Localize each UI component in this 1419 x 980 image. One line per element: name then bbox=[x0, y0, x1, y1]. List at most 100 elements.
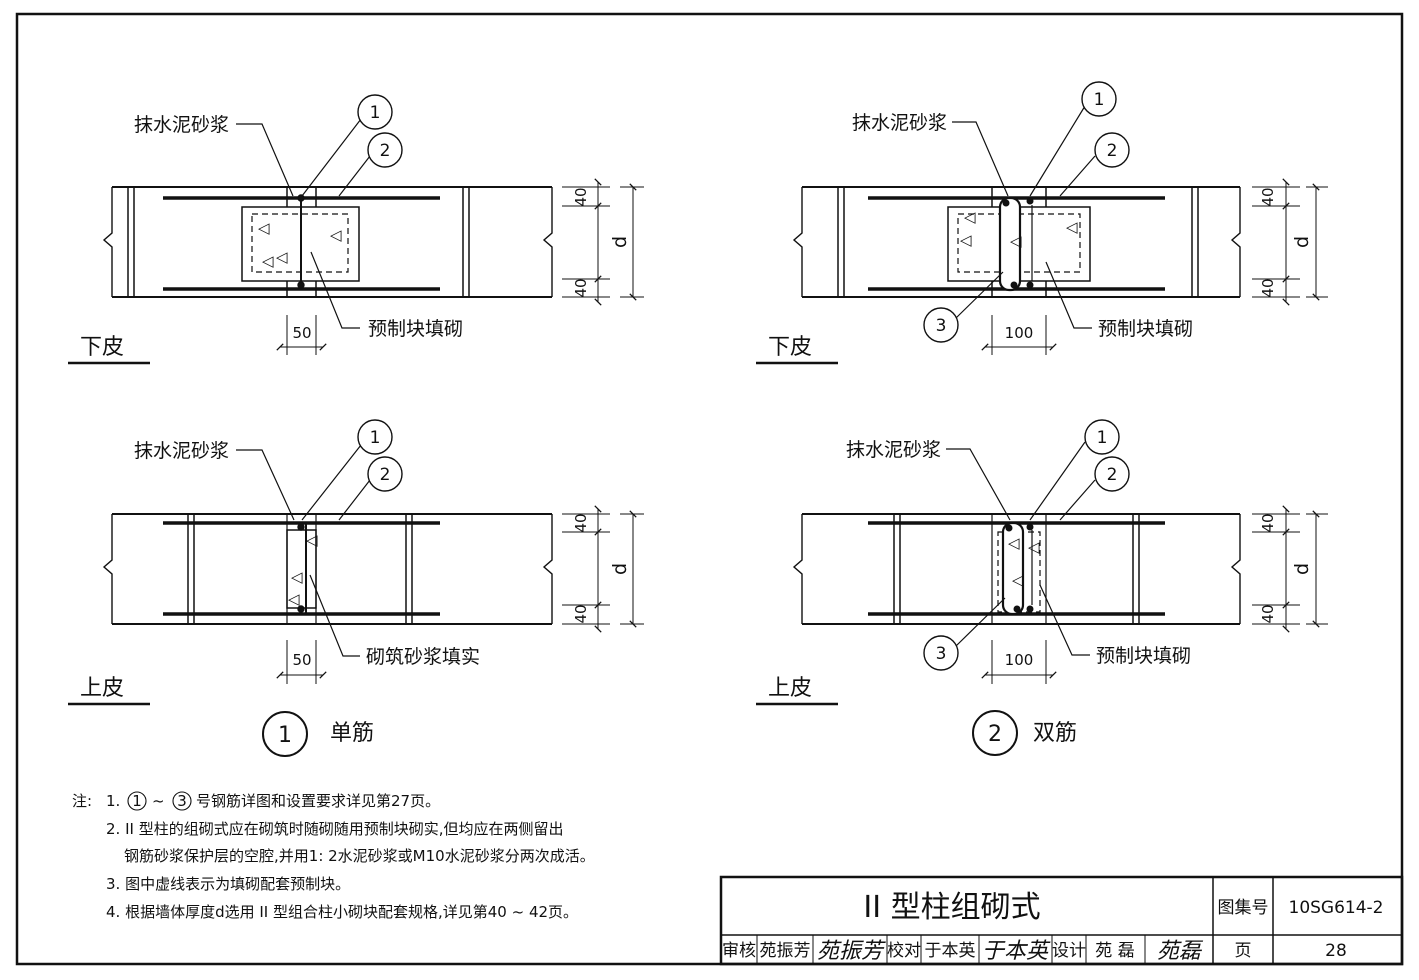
dim-width: 50 bbox=[292, 651, 311, 669]
note-3: 3. 图中虚线表示为填砌配套预制块。 bbox=[106, 875, 350, 893]
marker-number: 2 bbox=[1107, 141, 1118, 161]
checker-signature: 于本英 bbox=[982, 939, 1051, 964]
dim-cover-bottom: 40 bbox=[572, 604, 590, 623]
dim-cover-top: 40 bbox=[572, 187, 590, 206]
svg-text:◁: ◁ bbox=[964, 208, 976, 226]
course-label-bottom: 下皮 bbox=[80, 335, 124, 360]
reviewer-signature: 苑振芳 bbox=[817, 939, 886, 964]
marker-bubble bbox=[923, 307, 959, 343]
note-2-line1: 2. II 型柱的组砌式应在砌筑时随砌随用预制块砌实,但均应在两侧留出 bbox=[106, 820, 563, 838]
caption-bubble-double bbox=[972, 710, 1018, 756]
marker-number: 1 bbox=[1097, 428, 1108, 448]
label-precast-fill: 预制块填砌 bbox=[1096, 645, 1191, 667]
label-precast-fill: 预制块填砌 bbox=[368, 318, 463, 340]
course-label-top: 上皮 bbox=[768, 676, 812, 701]
note-1-text: 号钢筋详图和设置要求详见第27页。 bbox=[196, 792, 440, 810]
course-label-bottom: 下皮 bbox=[768, 335, 812, 360]
label-plaster-mortar: 抹水泥砂浆 bbox=[134, 114, 229, 136]
detail-double-top: ◁ ◁ ◁ bbox=[756, 441, 1328, 706]
marker-number: 1 bbox=[370, 103, 381, 123]
course-label-top: 上皮 bbox=[80, 676, 124, 701]
marker-number: 3 bbox=[936, 644, 947, 664]
note-ref-tilde: ~ bbox=[152, 792, 165, 810]
label-plaster-mortar: 抹水泥砂浆 bbox=[846, 439, 941, 461]
marker-bubble bbox=[357, 419, 393, 455]
drawing-title: II 型柱组砌式 bbox=[863, 890, 1040, 925]
dim-cover-bottom: 40 bbox=[1259, 604, 1277, 623]
dim-cover-bottom: 40 bbox=[572, 278, 590, 297]
note-2-line2: 钢筋砂浆保护层的空腔,并用1: 2水泥砂浆或M10水泥砂浆分两次成活。 bbox=[124, 847, 595, 865]
dim-cover-top: 40 bbox=[1259, 187, 1277, 206]
marker-bubble bbox=[367, 132, 403, 168]
svg-text:◁: ◁ bbox=[1066, 218, 1078, 236]
note-4: 4. 根据墙体厚度d选用 II 型组合柱小砌块配套规格,详见第40 ~ 42页。 bbox=[106, 903, 578, 921]
designer-signature: 苑磊 bbox=[1157, 939, 1204, 964]
dim-cover-top: 40 bbox=[572, 513, 590, 532]
check-label: 校对 bbox=[887, 941, 921, 961]
dim-width: 50 bbox=[292, 324, 311, 342]
caption-single: 单筋 bbox=[330, 721, 374, 746]
dim-cover-top: 40 bbox=[1259, 513, 1277, 532]
title-block bbox=[719, 875, 1404, 966]
marker-bubble bbox=[1084, 419, 1120, 455]
single-top-texts: 抹水泥砂浆 1 2 砌筑砂浆填实 40 40 d 50 上皮 bbox=[80, 419, 631, 701]
marker-bubble bbox=[1094, 456, 1130, 492]
marker-bubble bbox=[1094, 132, 1130, 168]
svg-text:◁: ◁ bbox=[258, 219, 270, 237]
note-ref-a: 1 bbox=[132, 792, 142, 810]
marker-bubble bbox=[357, 94, 393, 130]
svg-text:◁: ◁ bbox=[1008, 534, 1020, 552]
svg-text:◁: ◁ bbox=[262, 252, 274, 270]
detail-double-bottom: ◁ ◁ ◁ ◁ bbox=[756, 105, 1328, 365]
marker-number: 1 bbox=[1094, 90, 1105, 110]
captions: 1 单筋 2 双筋 bbox=[262, 710, 1077, 757]
detail-single-top: ◁ ◁ ◁ bbox=[68, 444, 644, 706]
label-plaster-mortar: 抹水泥砂浆 bbox=[852, 112, 947, 134]
svg-text:◁: ◁ bbox=[1012, 571, 1024, 589]
marker-number: 3 bbox=[936, 316, 947, 336]
checker-name: 于本英 bbox=[925, 941, 976, 961]
dim-depth: d bbox=[609, 236, 631, 248]
dim-depth: d bbox=[1291, 563, 1313, 575]
atlas-label: 图集号 bbox=[1218, 898, 1269, 918]
note-ref-bubble bbox=[127, 791, 147, 811]
svg-text:◁: ◁ bbox=[1028, 538, 1040, 556]
dim-width: 100 bbox=[1005, 651, 1034, 669]
dim-cover-bottom: 40 bbox=[1259, 278, 1277, 297]
marker-number: 2 bbox=[1107, 465, 1118, 485]
note-ref-b: 3 bbox=[177, 792, 187, 810]
label-precast-fill: 预制块填砌 bbox=[1098, 318, 1193, 340]
design-label: 设计 bbox=[1052, 941, 1086, 961]
marker-bubble bbox=[367, 456, 403, 492]
marker-number: 2 bbox=[380, 141, 391, 161]
marker-bubble bbox=[923, 635, 959, 671]
single-bottom-texts: 抹水泥砂浆 1 2 预制块填砌 40 40 d 50 下皮 bbox=[80, 94, 631, 360]
page-label: 页 bbox=[1235, 941, 1252, 961]
sheet-border bbox=[15, 12, 1404, 966]
designer-name: 苑 磊 bbox=[1095, 941, 1134, 961]
svg-text:◁: ◁ bbox=[1010, 232, 1022, 250]
label-mortar-fill: 砌筑砂浆填实 bbox=[366, 646, 480, 668]
svg-text:◁: ◁ bbox=[288, 590, 300, 608]
dim-width: 100 bbox=[1005, 324, 1034, 342]
title-block-texts: II 型柱组砌式 图集号 10SG614-2 审核 苑振芳 苑振芳 校对 于本英… bbox=[722, 890, 1384, 964]
caption-number-double: 2 bbox=[988, 722, 1002, 747]
dim-depth: d bbox=[1291, 236, 1313, 248]
reviewer-name: 苑振芳 bbox=[760, 941, 811, 961]
detail-single-bottom: ◁ ◁ ◁ ◁ bbox=[68, 118, 644, 365]
caption-bubble-single bbox=[262, 711, 308, 757]
caption-double: 双筋 bbox=[1033, 721, 1077, 746]
dim-depth: d bbox=[609, 563, 631, 575]
svg-text:◁: ◁ bbox=[276, 248, 288, 266]
svg-text:◁: ◁ bbox=[960, 231, 972, 249]
caption-number-single: 1 bbox=[278, 723, 292, 748]
double-top-texts: 抹水泥砂浆 1 2 3 预制块填砌 40 40 d 100 上皮 bbox=[768, 419, 1313, 701]
marker-bubble bbox=[1081, 81, 1117, 117]
notes: 注: 1. 1 ~ 3 号钢筋详图和设置要求详见第27页。 2. II 型柱的组… bbox=[72, 791, 595, 921]
note-1-number: 1. bbox=[106, 792, 120, 810]
label-plaster-mortar: 抹水泥砂浆 bbox=[134, 440, 229, 462]
svg-text:◁: ◁ bbox=[291, 568, 303, 586]
svg-text:◁: ◁ bbox=[330, 226, 342, 244]
svg-text:◁: ◁ bbox=[306, 531, 318, 549]
